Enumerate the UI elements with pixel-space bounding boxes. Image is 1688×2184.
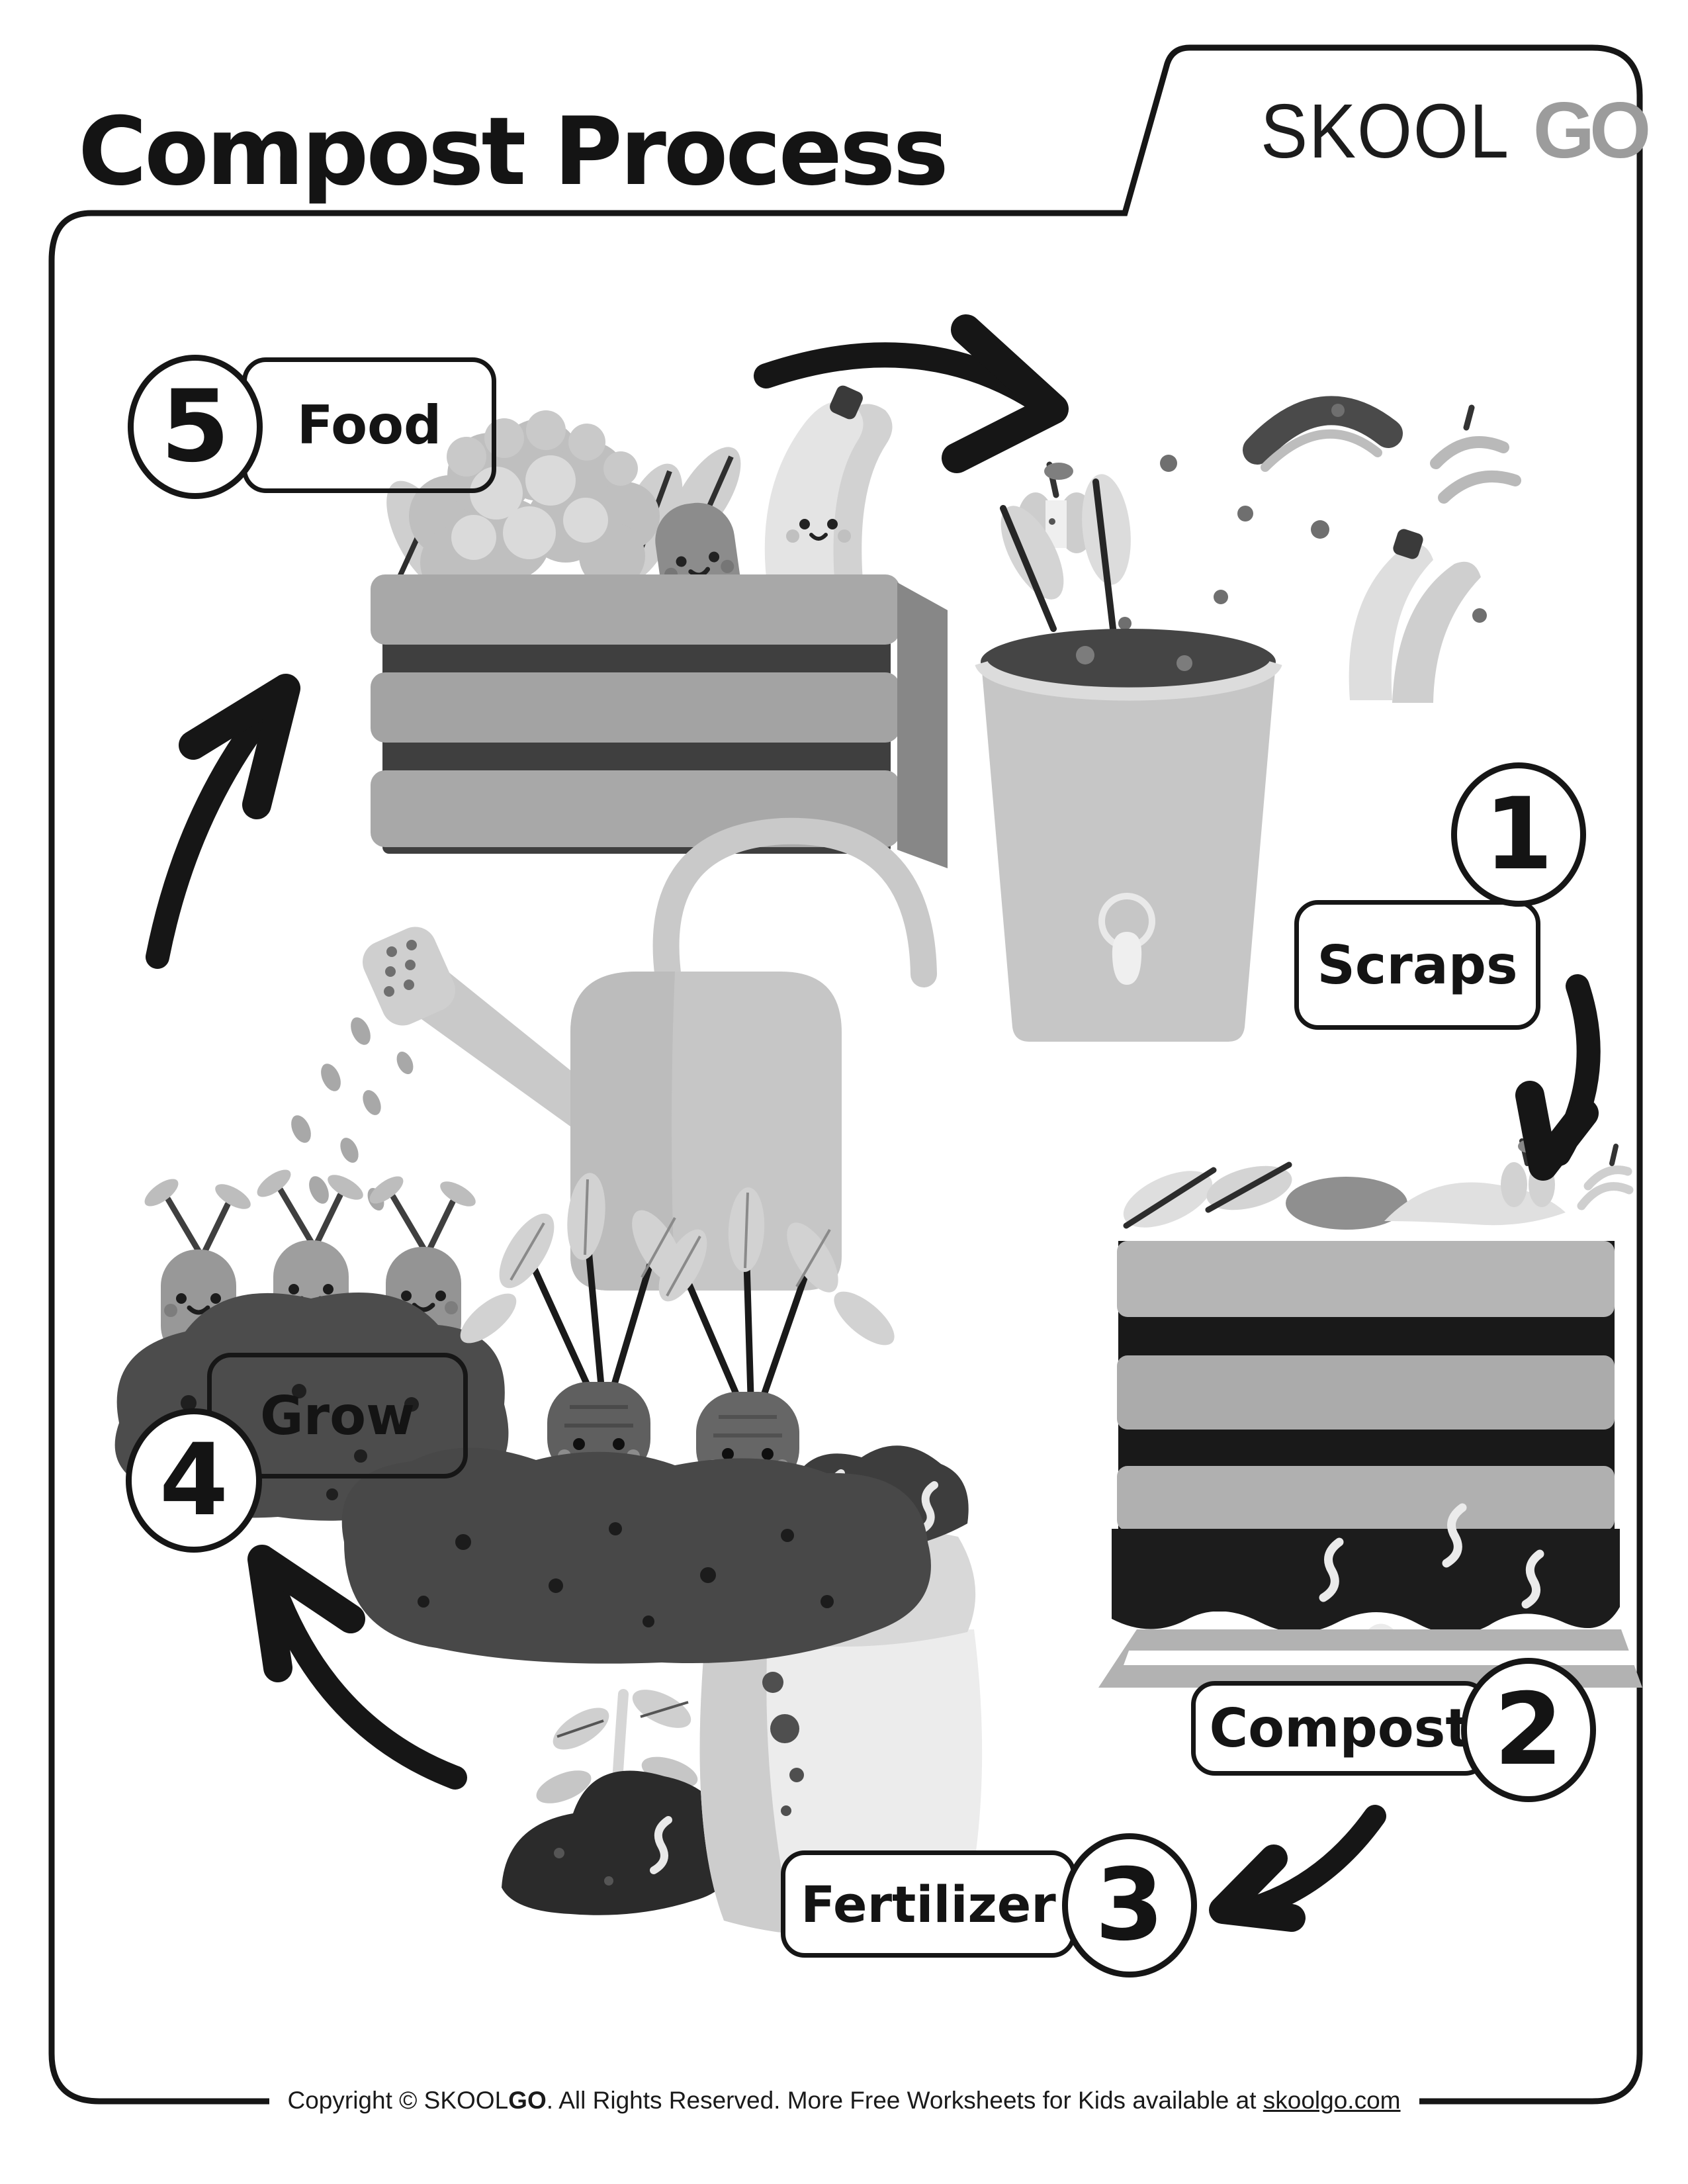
arrow-grow-to-food [146, 674, 300, 969]
logo-go-text: GO [1533, 86, 1652, 175]
crumbs [1118, 404, 1487, 630]
footer-copyright: Copyright © SKOOLGO. All Rights Reserved… [269, 2082, 1419, 2119]
page-title: Compost Process [78, 97, 949, 207]
step-3-number-badge: 3 [1062, 1833, 1197, 1978]
step-2-number: 2 [1493, 1672, 1564, 1788]
logo-skool-text: SKOOL [1261, 88, 1510, 174]
frame-border [48, 44, 1643, 2105]
right-mound-speckles [418, 1522, 834, 1627]
step-4-label-text: Grow [260, 1385, 415, 1447]
cauliflower [409, 410, 660, 599]
step-5-number-badge: 5 [128, 355, 263, 499]
banana [764, 385, 893, 589]
watering-can [291, 817, 937, 1291]
arrow-food-to-scraps [754, 314, 1069, 473]
soil-mound-right [341, 1447, 931, 1664]
spout-holes [384, 940, 417, 997]
beet-leaves [460, 1173, 895, 1416]
peel-curl [1577, 1144, 1634, 1210]
step-4-number-badge: 4 [126, 1408, 262, 1553]
step-5-label-text: Food [296, 394, 442, 456]
arrow-fertilizer-to-grow [247, 1545, 467, 1790]
food-crate-icon [371, 385, 948, 868]
footer-text-pre: Copyright © SKOOL [287, 2087, 509, 2114]
step-1-label-text: Scraps [1317, 934, 1518, 996]
compost-bin-icon [1098, 1138, 1642, 1688]
wooden-crate [371, 574, 948, 868]
step-3-label-text: Fertilizer [801, 1874, 1056, 1934]
step-4-number: 4 [159, 1423, 229, 1538]
footer-text-mid: . All Rights Reserved. More Free Workshe… [546, 2087, 1263, 2114]
scraps-bin-icon [975, 396, 1521, 1042]
step-1-number-badge: 1 [1451, 762, 1586, 907]
seedling-mound [502, 1689, 733, 1915]
arrow-scraps-to-compost [1515, 974, 1601, 1181]
banana-peels [1349, 529, 1481, 703]
footer-link[interactable]: skoolgo.com [1263, 2087, 1401, 2114]
step-1-label: Scraps [1294, 900, 1540, 1030]
step-1-number: 1 [1484, 777, 1554, 892]
arrow-compost-to-fertilizer [1209, 1805, 1386, 1932]
step-2-label: Compost [1191, 1681, 1489, 1776]
step-5-number: 5 [160, 369, 230, 484]
scrap-bucket [975, 474, 1282, 1042]
cycle-arrows [146, 314, 1601, 1932]
step-3-label: Fertilizer [781, 1850, 1076, 1958]
step-5-label: Food [242, 357, 496, 493]
compost-box [1098, 1241, 1642, 1688]
grow-garden-icon [114, 817, 937, 1664]
step-2-label-text: Compost [1209, 1698, 1471, 1759]
step-2-number-badge: 2 [1461, 1658, 1596, 1802]
footer-brand-bold: GO [508, 2087, 547, 2114]
skoolgo-logo: SKOOL GO [1261, 85, 1652, 176]
step-3-number: 3 [1094, 1848, 1165, 1963]
apple-peel [1430, 404, 1521, 504]
